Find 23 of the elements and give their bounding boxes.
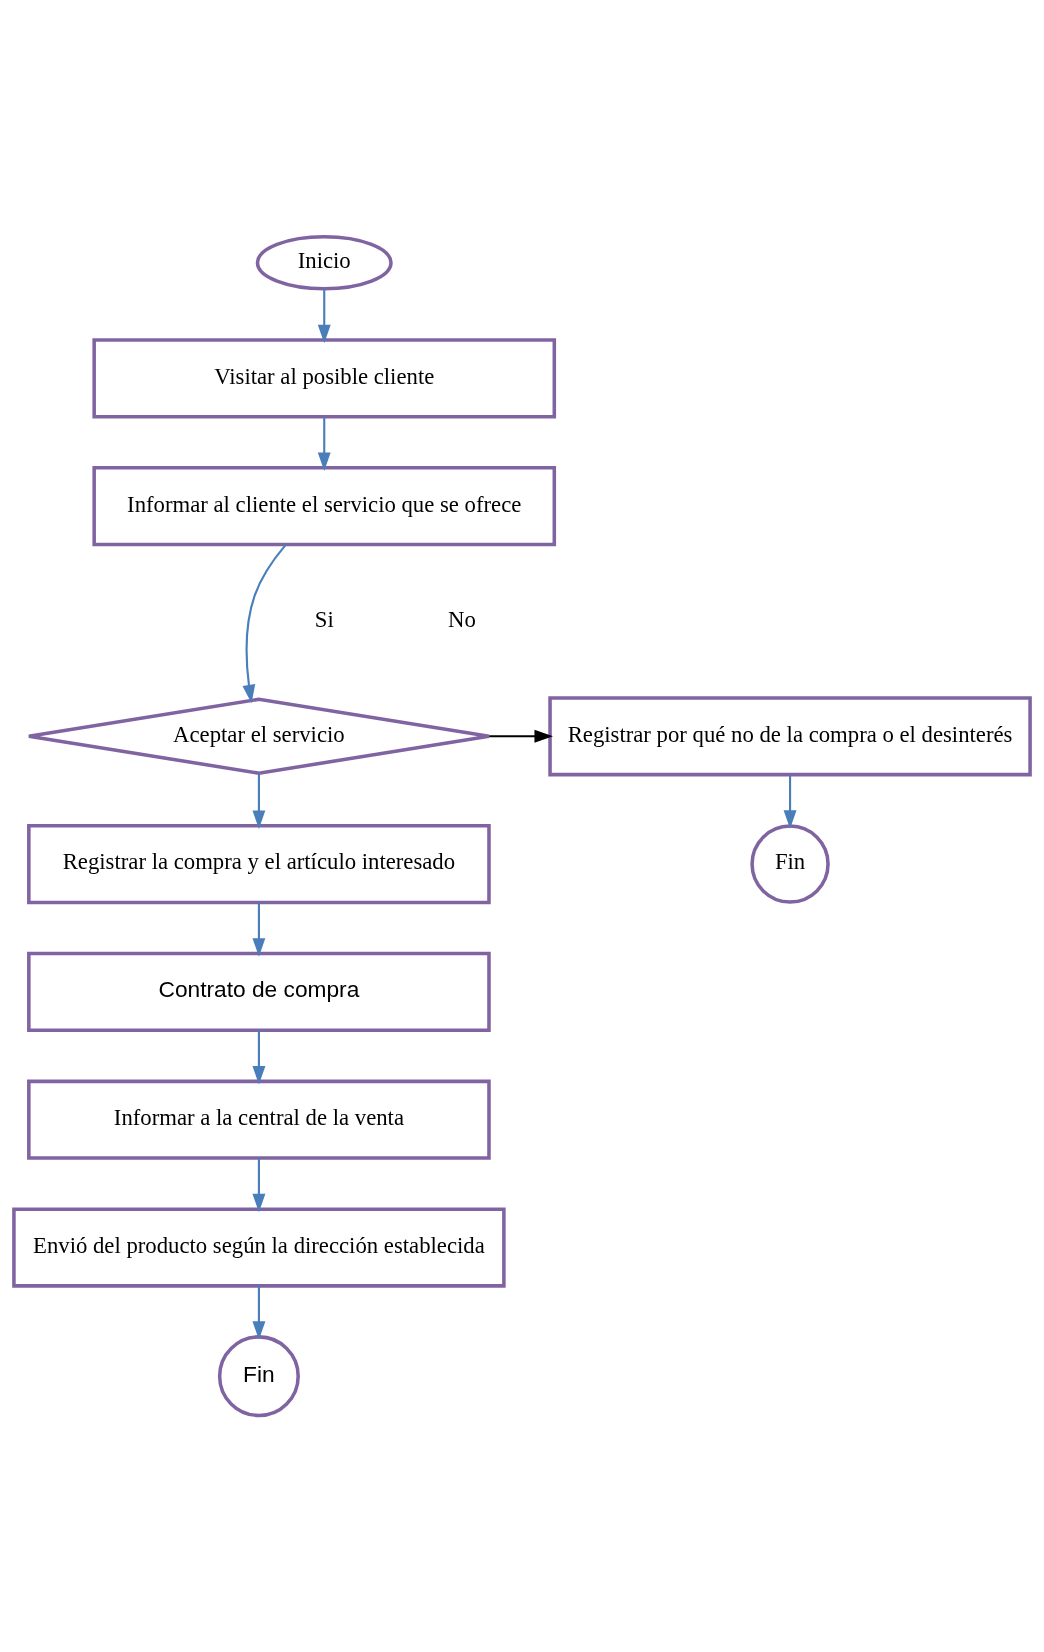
node-box: Contrato de compra — [27, 951, 491, 1032]
node-box: Envió del producto según la dirección establecida — [12, 1207, 506, 1288]
node-ellipse: Inicio — [255, 235, 393, 291]
node-diamond: Aceptar el servicio — [27, 697, 491, 775]
label: Si — [314, 606, 334, 632]
arrow — [783, 775, 797, 829]
arrow — [252, 773, 266, 829]
arrow — [252, 1030, 266, 1085]
arrow — [489, 729, 553, 743]
node-circle: Fin — [750, 824, 830, 904]
node-box: Informar a la central de la venta — [27, 1079, 491, 1160]
arrow — [252, 1286, 266, 1340]
node-circle: Fin — [217, 1335, 300, 1418]
arrow — [317, 289, 331, 344]
arrow — [242, 544, 287, 704]
arrow — [252, 1158, 266, 1213]
arrow — [252, 903, 266, 957]
label: No — [448, 606, 476, 632]
node-box: Visitar al posible cliente — [92, 338, 557, 419]
node-box: Informar al cliente el servicio que se ofrece — [92, 466, 557, 547]
node-box: Registrar la compra y el artículo interesado — [27, 823, 491, 905]
node-box: Registrar por qué no de la compra o el desinterés — [548, 696, 1032, 777]
arrow — [317, 417, 331, 471]
